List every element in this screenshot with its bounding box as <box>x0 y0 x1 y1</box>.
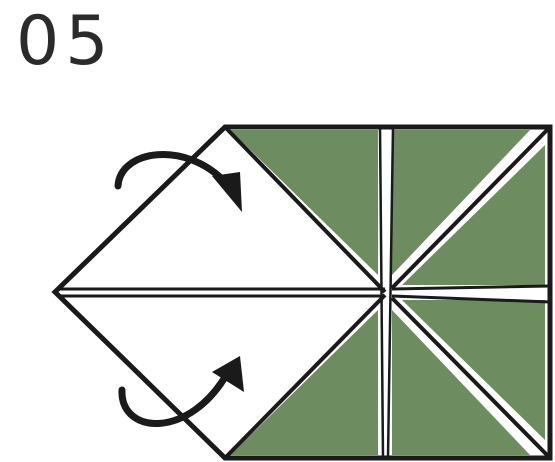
right-slit-upper <box>392 286 550 289</box>
green-panel-bottom-left <box>230 310 378 455</box>
green-panel-top-left <box>230 130 378 275</box>
curved-arrow-icon-top <box>118 155 242 212</box>
vertical-crease-left <box>380 127 383 458</box>
curved-arrow-icon-bottom <box>122 356 244 424</box>
